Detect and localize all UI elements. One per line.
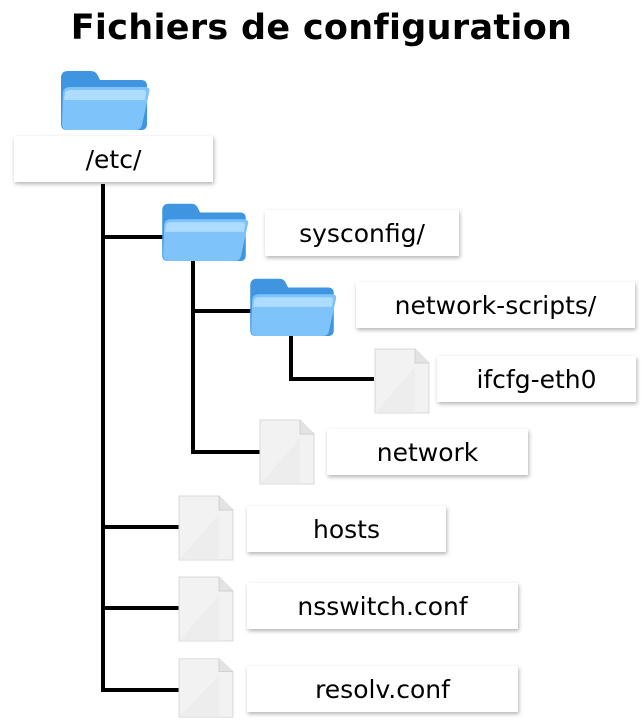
file-icon (178, 658, 234, 718)
page-title: Fichiers de configuration (70, 8, 573, 48)
tree-node-hosts: hosts (247, 506, 446, 552)
folder-icon (250, 278, 337, 337)
file-icon (178, 495, 234, 561)
tree-node-network-scripts: network-scripts/ (356, 282, 635, 328)
file-icon (178, 576, 234, 642)
file-icon (259, 419, 315, 485)
connector-root-trunk (101, 184, 180, 692)
tree-node-network: network (327, 429, 528, 475)
tree-node-nsswitch-conf: nsswitch.conf (247, 583, 518, 629)
tree-node-ifcfg-eth0: ifcfg-eth0 (437, 356, 636, 402)
tree-node-etc: /etc/ (14, 136, 213, 182)
connector-sysconfig-trunk (191, 253, 260, 454)
connector-networkscripts-ifcfg (289, 328, 374, 381)
tree-node-resolv-conf: resolv.conf (247, 666, 518, 712)
folder-icon (162, 203, 249, 262)
folder-icon (61, 71, 150, 130)
tree-node-sysconfig: sysconfig/ (265, 210, 459, 256)
file-icon (374, 348, 430, 414)
